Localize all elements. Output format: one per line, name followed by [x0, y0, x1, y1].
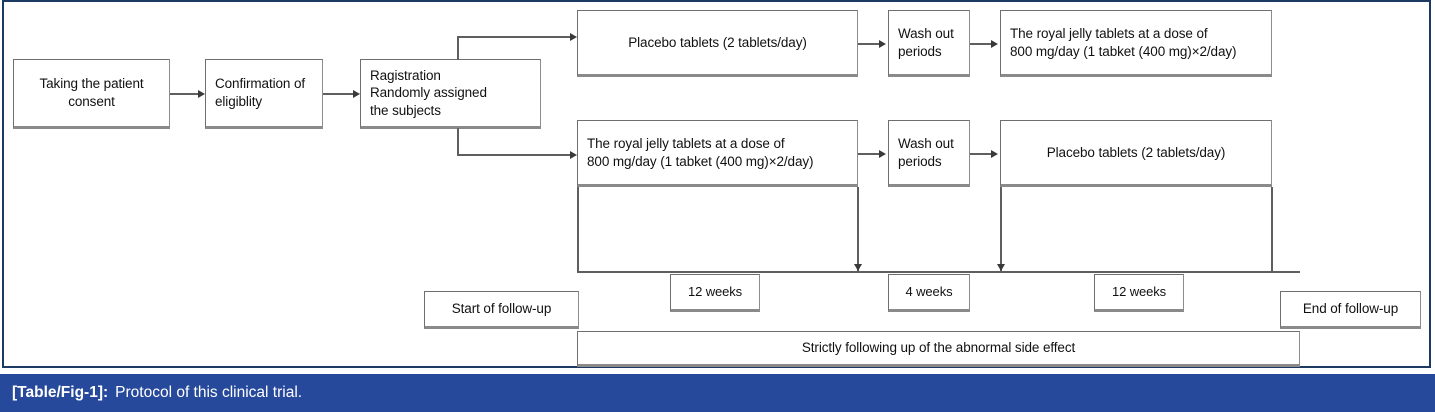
duration-box-12-weeks-first: 12 weeks [670, 274, 760, 312]
flowchart-canvas: Taking the patient consent Confirmation … [13, 10, 1421, 367]
duration-label: 12 weeks [687, 283, 743, 299]
node-label: Taking the patient consent [39, 76, 144, 109]
node-label: Wash out periods [898, 135, 954, 169]
connector-randomisation-riser-up [457, 36, 459, 60]
node-label: Placebo tablets (2 tablets/day) [628, 34, 807, 50]
connector-consent-to-eligibility [170, 93, 200, 95]
connector-arm-a-washout-to-p2 [970, 43, 994, 45]
arrowhead-icon [353, 90, 360, 98]
arrowhead-icon [991, 150, 998, 158]
node-start-of-follow-up: Start of follow-up [424, 291, 579, 329]
arrowhead-icon [879, 40, 886, 48]
connector-randomisation-to-arm-a [457, 36, 574, 38]
node-taking-patient-consent: Taking the patient consent [13, 59, 170, 129]
node-label: Confirmation of eligiblity [215, 76, 306, 109]
node-end-of-follow-up: End of follow-up [1280, 291, 1421, 329]
figure-caption-label: [Table/Fig-1]: [12, 384, 109, 401]
duration-box-4-weeks: 4 weeks [888, 274, 970, 312]
node-arm-b-washout: Wash out periods [888, 120, 970, 187]
arrowhead-icon [570, 33, 577, 41]
arrowhead-icon [991, 40, 998, 48]
arrowhead-icon [854, 264, 862, 271]
node-arm-b-period1-royal-jelly: The royal jelly tablets at a dose of 800… [577, 120, 858, 187]
figure-caption-bar: [Table/Fig-1]: Protocol of this clinical… [0, 374, 1435, 412]
arrowhead-icon [570, 151, 577, 159]
connector-randomisation-to-arm-b [457, 154, 574, 156]
duration-box-12-weeks-second: 12 weeks [1094, 274, 1184, 312]
node-label: Start of follow-up [451, 301, 552, 317]
connector-arm-a-p1-to-washout [858, 43, 882, 45]
duration-label: 12 weeks [1111, 283, 1167, 299]
timeline-axis [577, 271, 1300, 273]
node-arm-b-period2-placebo: Placebo tablets (2 tablets/day) [1000, 120, 1272, 187]
timeline-drop-left [577, 187, 579, 272]
node-confirmation-of-eligibility: Confirmation of eligiblity [205, 59, 323, 129]
arrowhead-icon [997, 264, 1005, 271]
node-arm-a-period2-royal-jelly: The royal jelly tablets at a dose of 800… [1000, 10, 1272, 77]
node-label: Placebo tablets (2 tablets/day) [1046, 144, 1226, 160]
arrowhead-icon [879, 150, 886, 158]
figure-caption-text: Protocol of this clinical trial. [115, 384, 303, 401]
connector-arm-b-washout-to-p2 [970, 153, 994, 155]
node-safety-monitoring-bar: Strictly following up of the abnormal si… [577, 331, 1300, 367]
timeline-drop-right [1271, 187, 1273, 272]
connector-arm-b-p1-to-washout [858, 153, 882, 155]
node-arm-a-washout: Wash out periods [888, 10, 970, 77]
arrowhead-icon [198, 90, 205, 98]
node-label: The royal jelly tablets at a dose of 800… [587, 135, 814, 169]
timeline-drop-midA [857, 187, 859, 272]
connector-eligibility-to-registration [323, 93, 355, 95]
node-label: Ragistration Randomly assigned the subje… [370, 67, 487, 118]
connector-randomisation-riser-down [457, 128, 459, 155]
node-arm-a-period1-placebo: Placebo tablets (2 tablets/day) [577, 10, 858, 77]
node-registration-randomisation: Ragistration Randomly assigned the subje… [360, 59, 541, 129]
node-label: Strictly following up of the abnormal si… [801, 340, 1076, 356]
node-label: The royal jelly tablets at a dose of 800… [1010, 25, 1237, 59]
node-label: Wash out periods [898, 25, 954, 59]
timeline-drop-midB [1000, 187, 1002, 272]
duration-label: 4 weeks [905, 283, 953, 299]
node-label: End of follow-up [1302, 301, 1399, 317]
